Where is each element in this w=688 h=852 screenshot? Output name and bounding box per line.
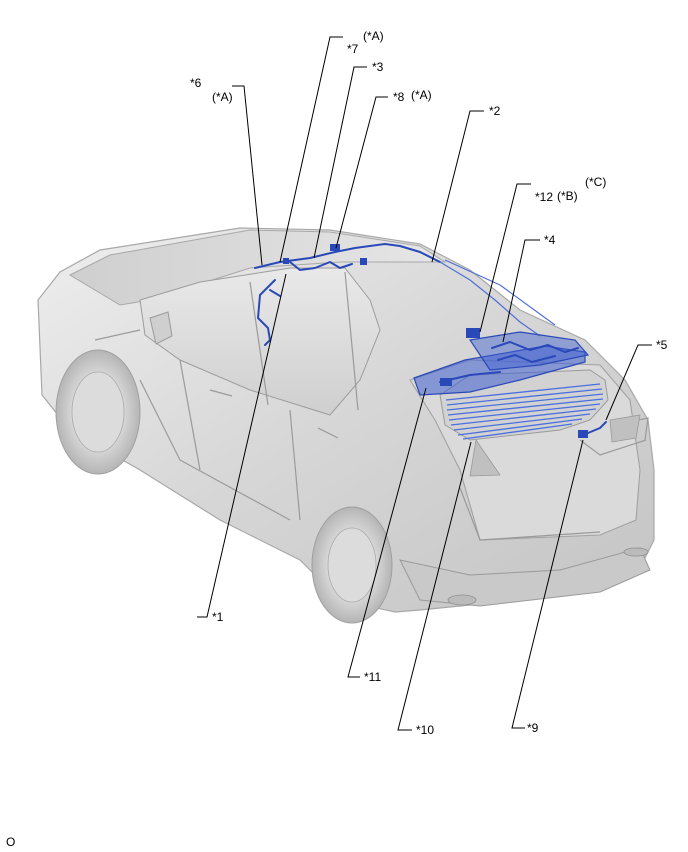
callout-labels: *1 *2 *3 *4 *5 *6 (*A) *7 (*A) *8 (*A) *…: [6, 29, 668, 849]
callout-12: *12: [535, 190, 553, 204]
callout-2: *2: [489, 104, 501, 118]
back-door-wire-harness: [413, 328, 590, 396]
callout-8: *8: [393, 90, 405, 104]
callout-6: *6: [190, 76, 202, 90]
roof-wire-harness: [254, 243, 556, 346]
callout-7-note: (*A): [363, 29, 384, 43]
callout-9: *9: [527, 721, 539, 735]
callout-1: *1: [212, 610, 224, 624]
callout-3: *3: [372, 60, 384, 74]
callout-12-note-b: (*B): [557, 189, 578, 203]
callout-6-note: (*A): [212, 90, 233, 104]
callout-4: *4: [544, 233, 556, 247]
back-window-defogger: [445, 383, 607, 440]
callout-5: *5: [656, 338, 668, 352]
callout-12-note-c: (*C): [585, 175, 606, 189]
callout-7: *7: [347, 42, 359, 56]
callout-10: *10: [416, 723, 434, 737]
callout-8-note: (*A): [411, 88, 432, 102]
callout-11: *11: [364, 670, 381, 684]
leader-lines: [197, 36, 652, 731]
vehicle-body: [37, 227, 655, 624]
corner-code: O: [6, 835, 15, 849]
